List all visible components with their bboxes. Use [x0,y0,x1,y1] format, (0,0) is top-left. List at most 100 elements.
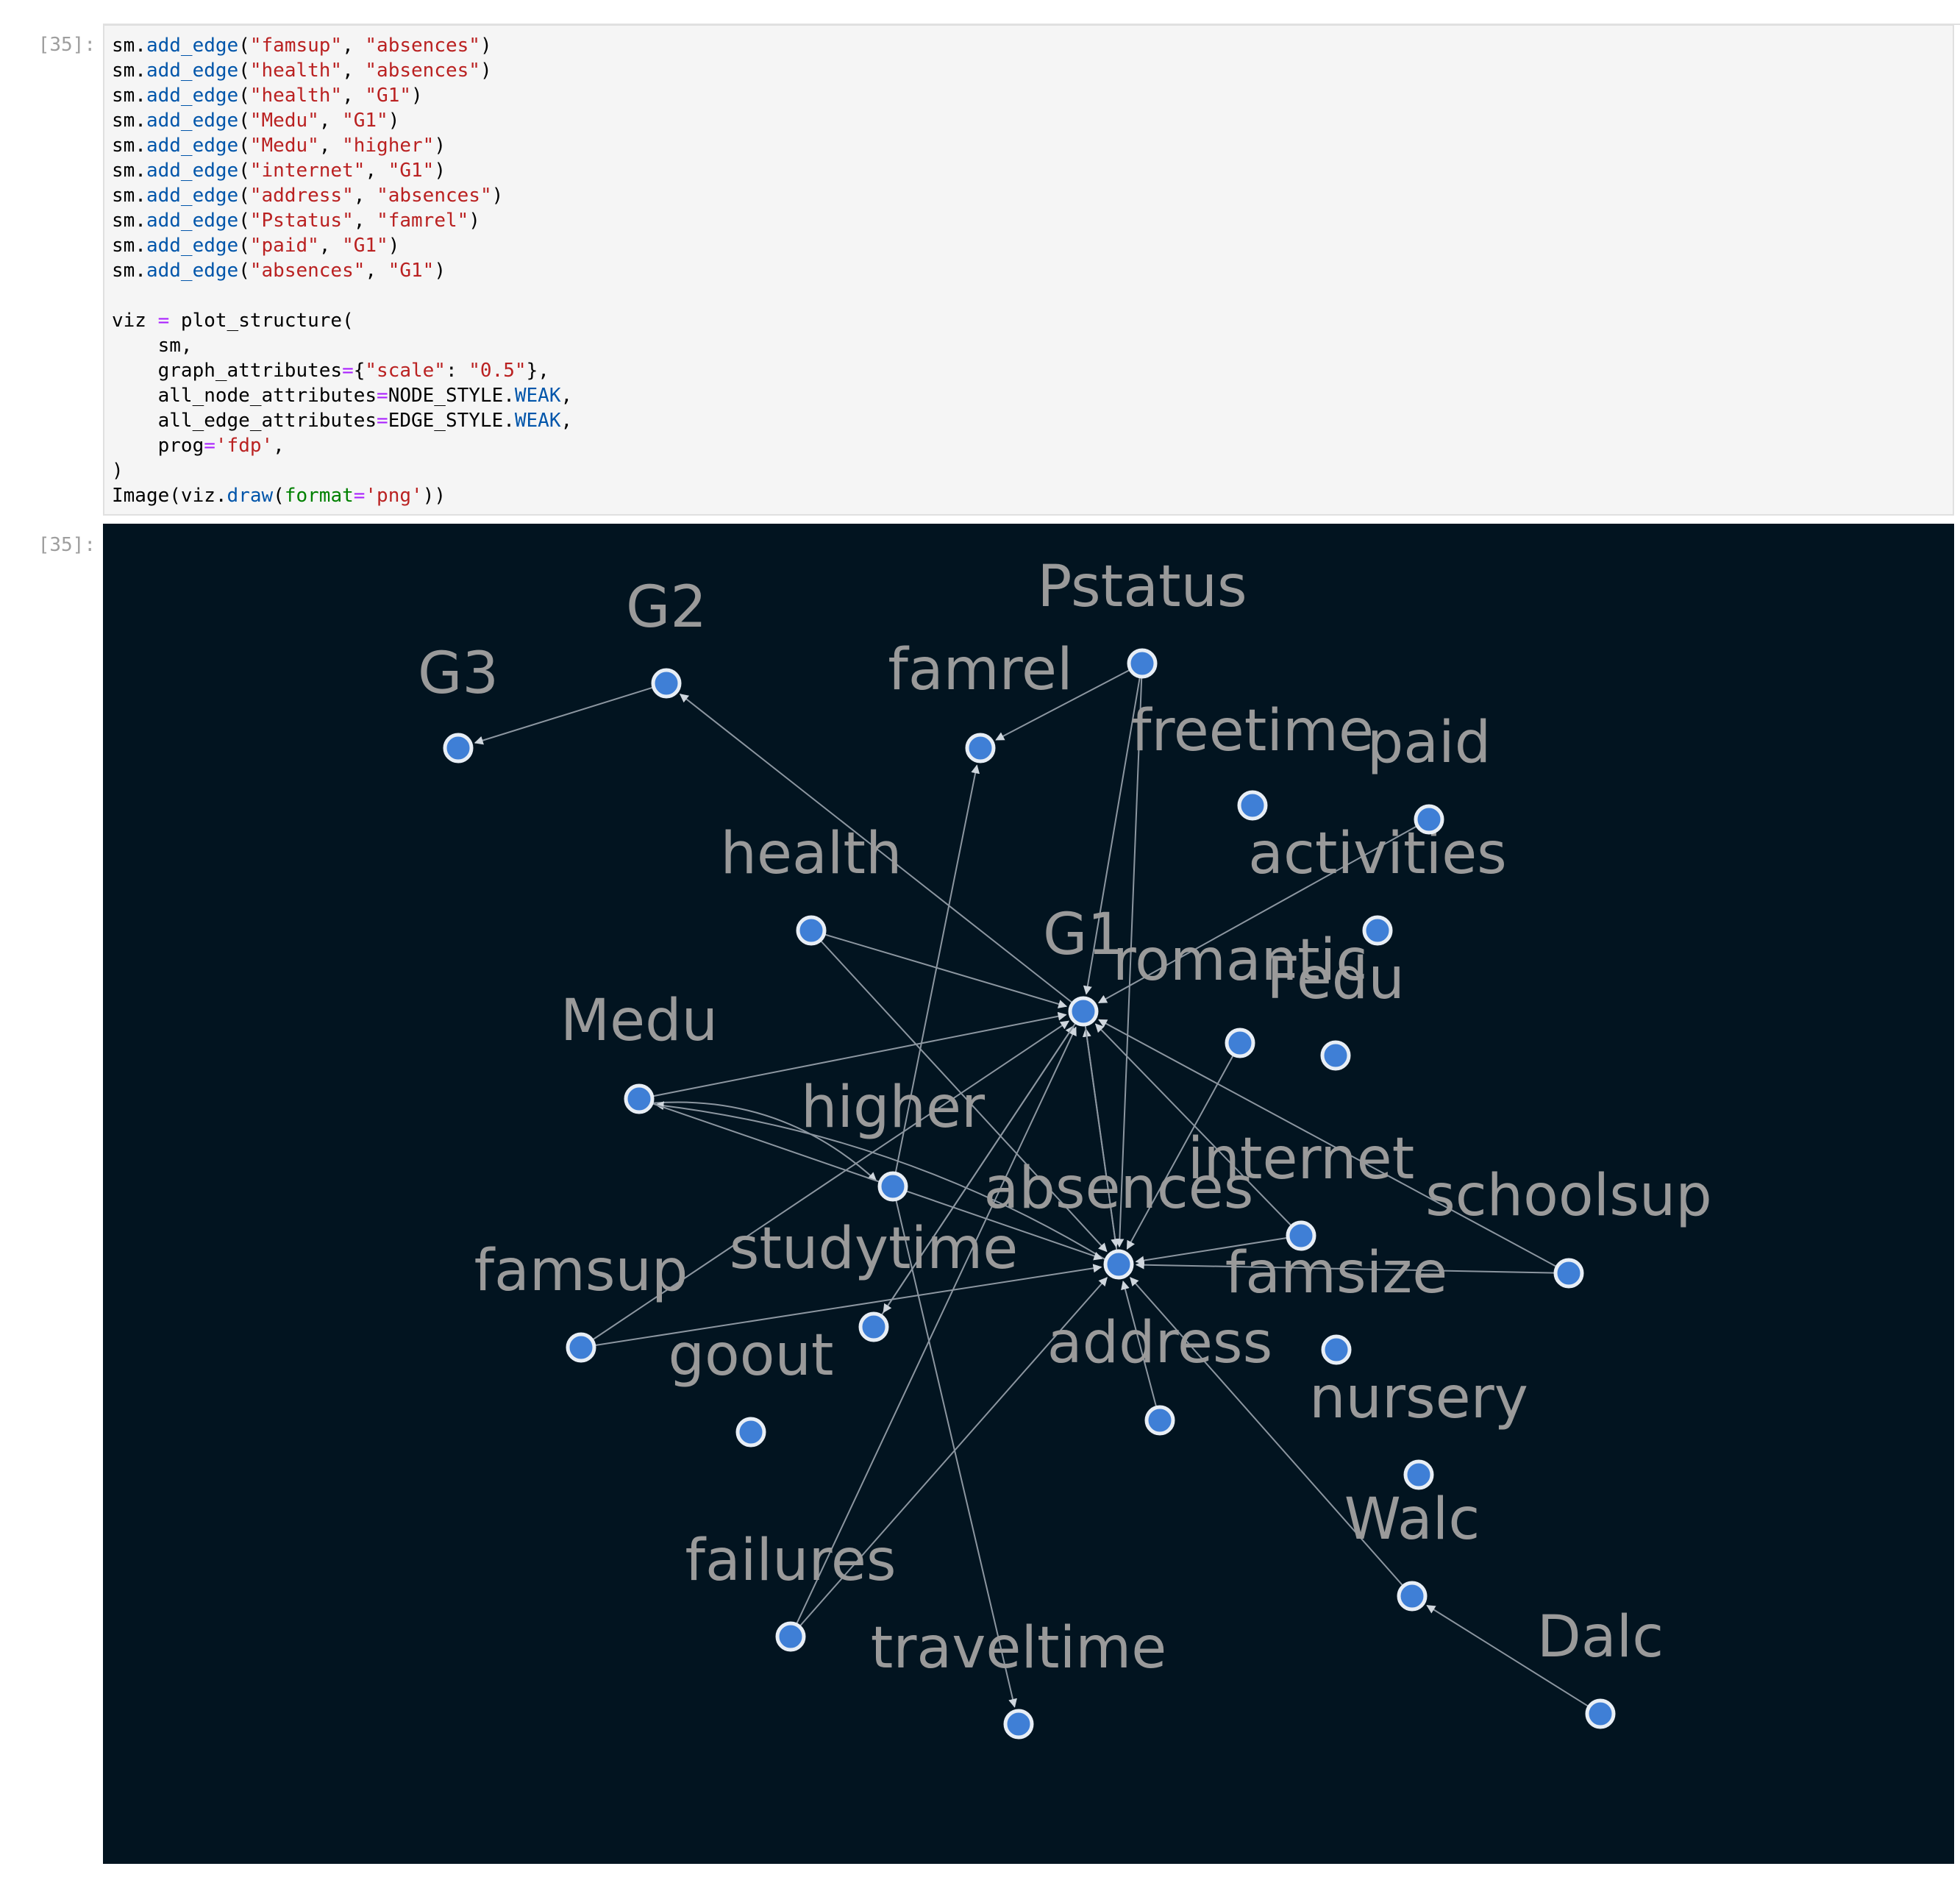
code-line: prog='fdp', [112,433,572,458]
previous-cell-edge [103,0,1960,25]
code-token: { [353,360,366,382]
code-token: , [353,185,377,207]
code-line: all_edge_attributes=EDGE_STYLE.WEAK, [112,408,573,433]
code-token: 'png' [365,485,423,507]
code-token: sm. [112,135,146,157]
output-prompt: [35]: [38,534,96,556]
code-line: graph_attributes={"scale": "0.5"}, [112,358,572,383]
code-token: add_edge [146,85,239,107]
edge-schoolsup-to-absences [1135,1260,1556,1274]
node-label-G2: G2 [626,574,707,641]
code-token: 'fdp' [215,435,274,457]
code-token: "absences" [249,260,366,282]
code-token: ) [434,260,446,282]
code-token: "famsup" [249,35,343,57]
node-label-freetime: freetime [1131,698,1374,764]
code-token: , [342,60,366,82]
code-token: "health" [249,85,343,107]
node-goout [735,1417,766,1448]
code-token: draw [227,485,274,507]
edge-absences-to-Medu [655,1101,1107,1261]
code-token: = [342,360,354,382]
node-label-address: address [1047,1310,1272,1376]
graph-background [103,524,1954,1864]
code-token: "G1" [342,235,388,257]
code-line: sm.add_edge("famsup", "absences") [112,33,572,58]
code-token: "internet" [249,160,366,182]
code-token: add_edge [146,135,239,157]
node-label-paid: paid [1367,710,1492,776]
node-Medu [624,1083,655,1114]
node-internet [1286,1220,1316,1251]
edge-internet-to-absences [1135,1236,1289,1265]
code-line: sm.add_edge("Pstatus", "famrel") [112,208,572,233]
node-label-Pstatus: Pstatus [1037,554,1247,620]
code-token: = [157,310,170,332]
code-token: add_edge [146,160,239,182]
code-token: ( [238,110,250,132]
code-token: ) [434,135,446,157]
code-cell[interactable]: sm.add_edge("famsup", "absences")sm.add_… [103,24,1954,516]
edge-health-to-absences [819,939,1108,1253]
code-token: "G1" [365,85,412,107]
node-absences [1103,1249,1134,1280]
labels-layer: G2G3Pstatusfamrelfreetimepaidactivitiesh… [418,554,1712,1681]
code-token: NODE_STYLE. [388,385,515,407]
node-Dalc [1585,1698,1616,1729]
edge-G2-to-G3 [474,686,655,745]
nodes-layer [443,648,1616,1740]
code-line: sm.add_edge("absences", "G1") [112,258,572,283]
edge-Pstatus-to-famrel [995,669,1131,741]
node-famrel [965,733,996,763]
node-label-famrel: famrel [888,637,1072,703]
code-line: sm.add_edge("health", "G1") [112,83,572,108]
node-label-Fedu: Fedu [1266,946,1405,1012]
code-token: , [560,410,573,432]
node-health [796,915,827,946]
node-label-failures: failures [685,1528,896,1594]
code-token: "absences" [377,185,492,207]
edge-Medu-to-absences [651,1102,1103,1261]
node-label-activities: activities [1248,821,1507,887]
edge-famsup-to-absences [594,1264,1102,1347]
code-token: add_edge [146,210,239,232]
code-token: "health" [249,60,343,82]
node-label-higher: higher [801,1075,986,1141]
code-token: WEAK [514,410,561,432]
code-editor[interactable]: sm.add_edge("famsup", "absences")sm.add_… [112,33,572,508]
code-token: prog [112,435,204,457]
edge-Pstatus-to-G1 [1083,676,1141,995]
node-label-Dalc: Dalc [1537,1604,1664,1670]
input-prompt: [35]: [38,34,96,56]
edge-Pstatus-to-absences [1115,676,1143,1248]
code-token: : [445,360,469,382]
code-token: ( [238,85,250,107]
code-token: "G1" [388,160,435,182]
code-token: add_edge [146,235,239,257]
node-failures [775,1621,806,1652]
code-token: ( [238,260,250,282]
code-token: , [318,235,343,257]
code-line [112,283,572,308]
code-token: ) [434,160,446,182]
code-token: , [342,85,366,107]
code-token: plot_structure( [169,310,354,332]
edge-Medu-to-higher [651,1101,877,1181]
node-label-Walc: Walc [1344,1487,1480,1553]
edge-G1-to-G2 [679,694,1074,1004]
code-token: , [365,260,388,282]
code-token: sm. [112,35,146,57]
code-token: "scale" [365,360,446,382]
node-label-romantic: romantic [1113,928,1367,994]
code-line: sm, [112,333,572,358]
edge-higher-to-famrel [894,764,980,1174]
code-token: ( [238,185,250,207]
node-label-health: health [721,821,902,887]
code-token: "Medu" [249,110,319,132]
node-Fedu [1320,1040,1351,1071]
code-token: add_edge [146,185,239,207]
node-label-nursery: nursery [1309,1365,1528,1431]
code-token: "paid" [249,235,319,257]
code-token: ) [388,110,400,132]
node-romantic [1225,1028,1255,1058]
